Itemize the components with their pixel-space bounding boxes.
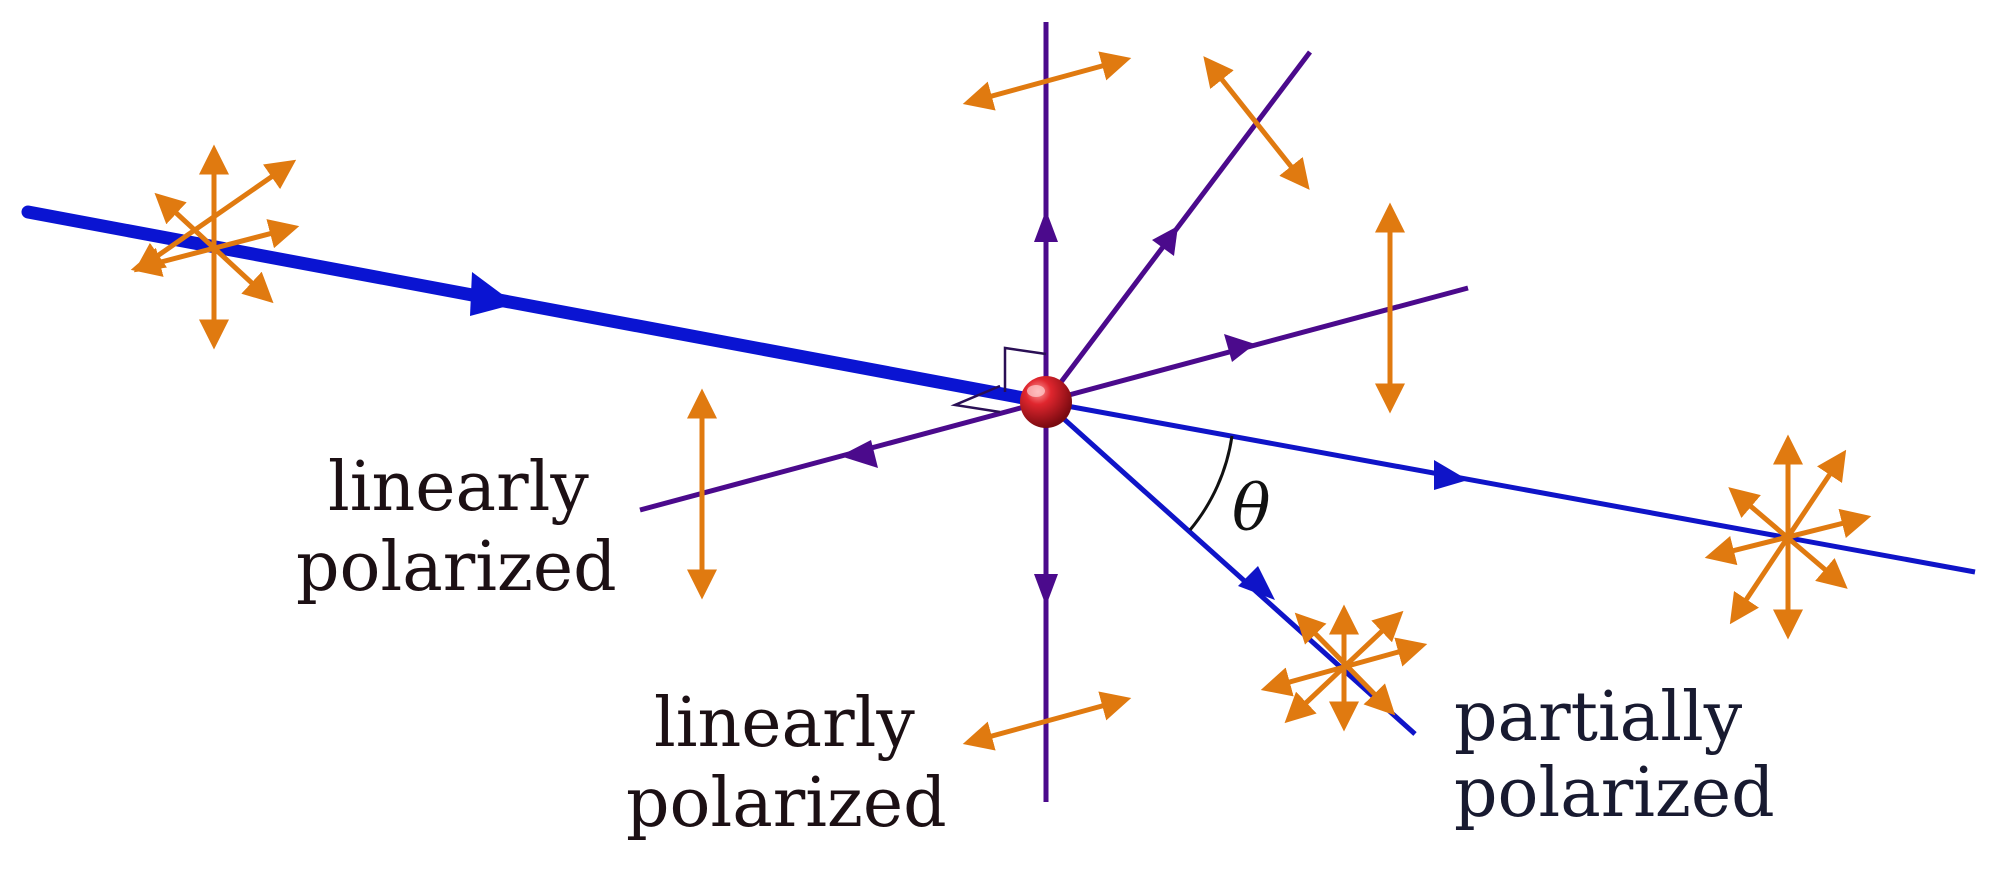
- polarization-arrow-bottom: [962, 691, 1132, 751]
- forward-scattered-beam: [1044, 399, 1976, 575]
- right-angle-marker-top: [1003, 346, 1047, 392]
- angled-beam-arrow: [1238, 566, 1275, 600]
- vertical-ray-down-arrow: [1034, 574, 1058, 606]
- bottom-label-line2: polarized: [626, 764, 947, 843]
- diagonal-ray: [1044, 50, 1312, 404]
- oblique-ray-left-arrow: [840, 440, 878, 468]
- left-label-line2: polarized: [296, 528, 617, 607]
- right-label-line1: partially: [1454, 678, 1743, 757]
- scatterer-sphere-icon: [1020, 376, 1072, 428]
- bottom-label-line1: linearly: [654, 684, 915, 763]
- unpolarized-star-forward: [1704, 434, 1872, 640]
- scatterer-highlight: [1027, 385, 1045, 397]
- polarization-arrow-top: [962, 51, 1132, 111]
- left-label-line1: linearly: [328, 448, 589, 527]
- forward-beam-arrow: [1434, 460, 1468, 490]
- diagonal-ray-arrow: [1152, 226, 1178, 256]
- right-angle-marker-left: [950, 384, 1001, 414]
- partially-polarized-star: [1260, 604, 1428, 732]
- right-label-line2: polarized: [1454, 754, 1775, 833]
- unpolarized-star-incident: [130, 144, 300, 350]
- theta-label: θ: [1232, 472, 1271, 546]
- incident-beam-arrow: [470, 272, 515, 316]
- theta-arc: [1188, 435, 1234, 531]
- oblique-ray-right-arrow: [1224, 334, 1255, 362]
- vertical-ray-up-arrow: [1034, 210, 1058, 242]
- polarization-arrow-diagonal: [1203, 56, 1310, 190]
